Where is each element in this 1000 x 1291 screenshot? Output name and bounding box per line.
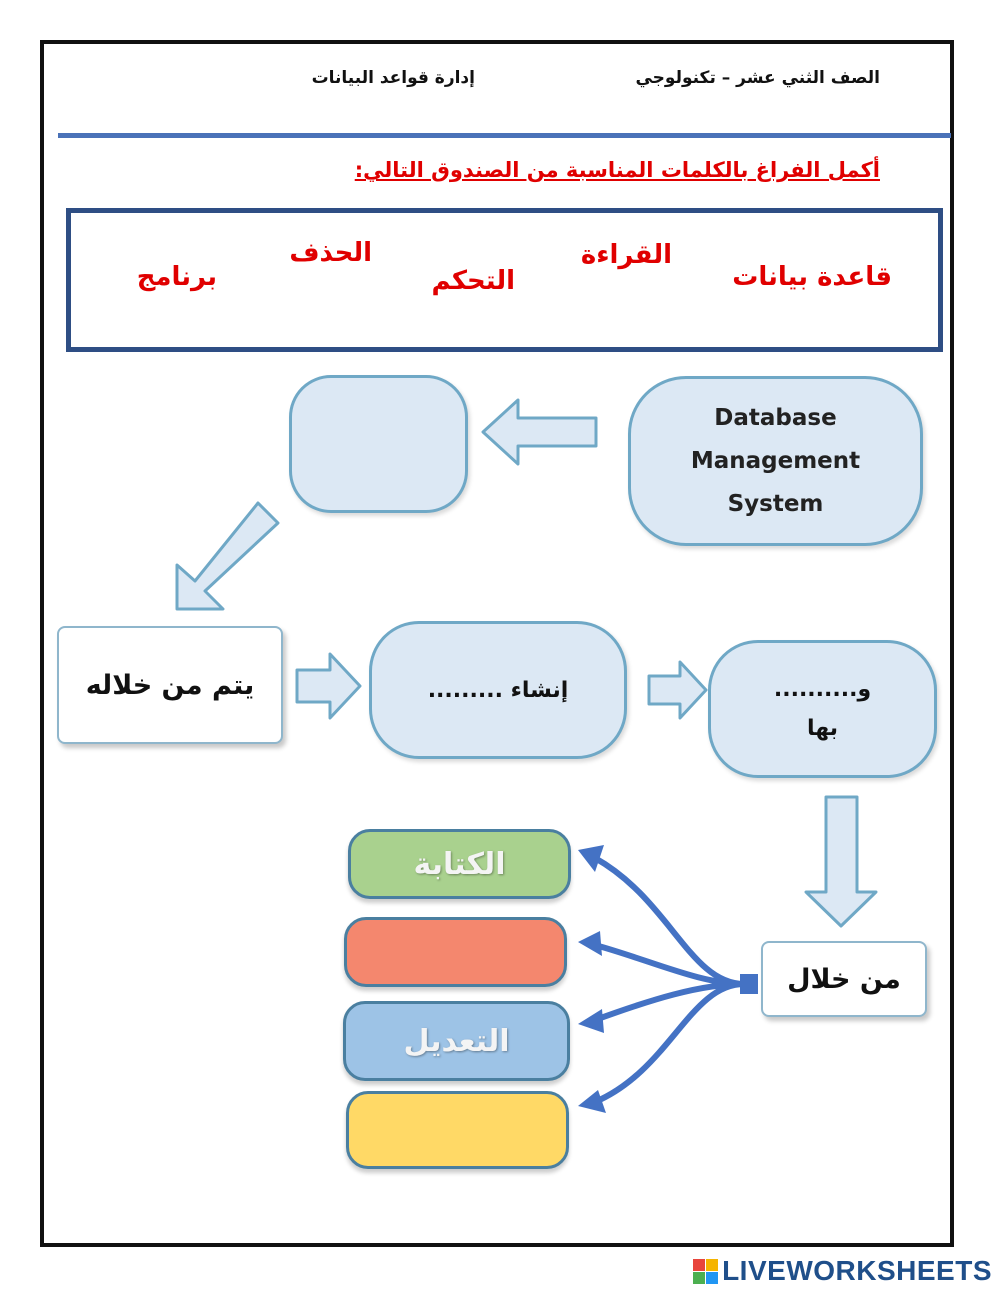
arrowhead-3 — [578, 1009, 604, 1033]
through-it-box: يتم من خلاله — [57, 626, 283, 744]
blank-answer-box[interactable] — [289, 375, 468, 513]
arrowhead-4 — [578, 1090, 606, 1113]
liveworksheets-logo: LIVEWORKSHEETS — [693, 1255, 992, 1287]
dbms-line-1: Database — [714, 404, 837, 431]
option-blank-1[interactable] — [344, 917, 567, 987]
create-box[interactable]: إنشاء ......... — [369, 621, 627, 759]
through-label: من خلال — [787, 963, 901, 995]
word-delete[interactable]: الحذف — [289, 238, 372, 268]
option-blank-2[interactable] — [346, 1091, 569, 1169]
option-writing[interactable]: الكتابة — [348, 829, 571, 899]
arrowhead-1 — [578, 845, 604, 872]
word-program[interactable]: برنامج — [136, 262, 217, 292]
arrow-down-left — [175, 501, 280, 611]
word-control[interactable]: التحكم — [431, 266, 515, 296]
arrowhead-2 — [578, 931, 602, 956]
and-box[interactable]: و.......... بها — [708, 640, 937, 778]
topic-label: إدارة قواعد البيانات — [311, 68, 475, 88]
arrow-right-2 — [647, 660, 708, 720]
through-box: من خلال — [761, 941, 927, 1017]
page-frame — [40, 40, 954, 1247]
arrow-right-1 — [295, 652, 362, 720]
through-it-label: يتم من خلاله — [85, 669, 255, 701]
dbms-line-3: System — [727, 490, 824, 517]
option-writing-label: الكتابة — [413, 846, 506, 882]
logo-tiles-icon — [693, 1258, 719, 1284]
option-edit-label: التعديل — [403, 1023, 510, 1059]
create-label: إنشاء ......... — [427, 677, 569, 703]
and-line-2: بها — [806, 716, 839, 741]
logo-text: LIVEWORKSHEETS — [722, 1255, 992, 1286]
word-bank — [66, 208, 943, 352]
and-line-1: و.......... — [773, 677, 872, 702]
grade-label: الصف الثني عشر – تكنولوجي — [635, 68, 880, 88]
word-database[interactable]: قاعدة بيانات — [732, 262, 892, 292]
arrow-left-top — [481, 398, 598, 466]
connector-base — [740, 974, 758, 994]
dbms-box: Database Management System — [628, 376, 923, 546]
header-rule — [58, 133, 951, 138]
arrow-down-right — [804, 795, 878, 928]
dbms-line-2: Management — [690, 447, 861, 474]
instruction: أكمل الفراغ بالكلمات المناسبة من الصندوق… — [354, 158, 880, 182]
word-reading[interactable]: القراءة — [580, 240, 672, 270]
option-edit[interactable]: التعديل — [343, 1001, 570, 1081]
